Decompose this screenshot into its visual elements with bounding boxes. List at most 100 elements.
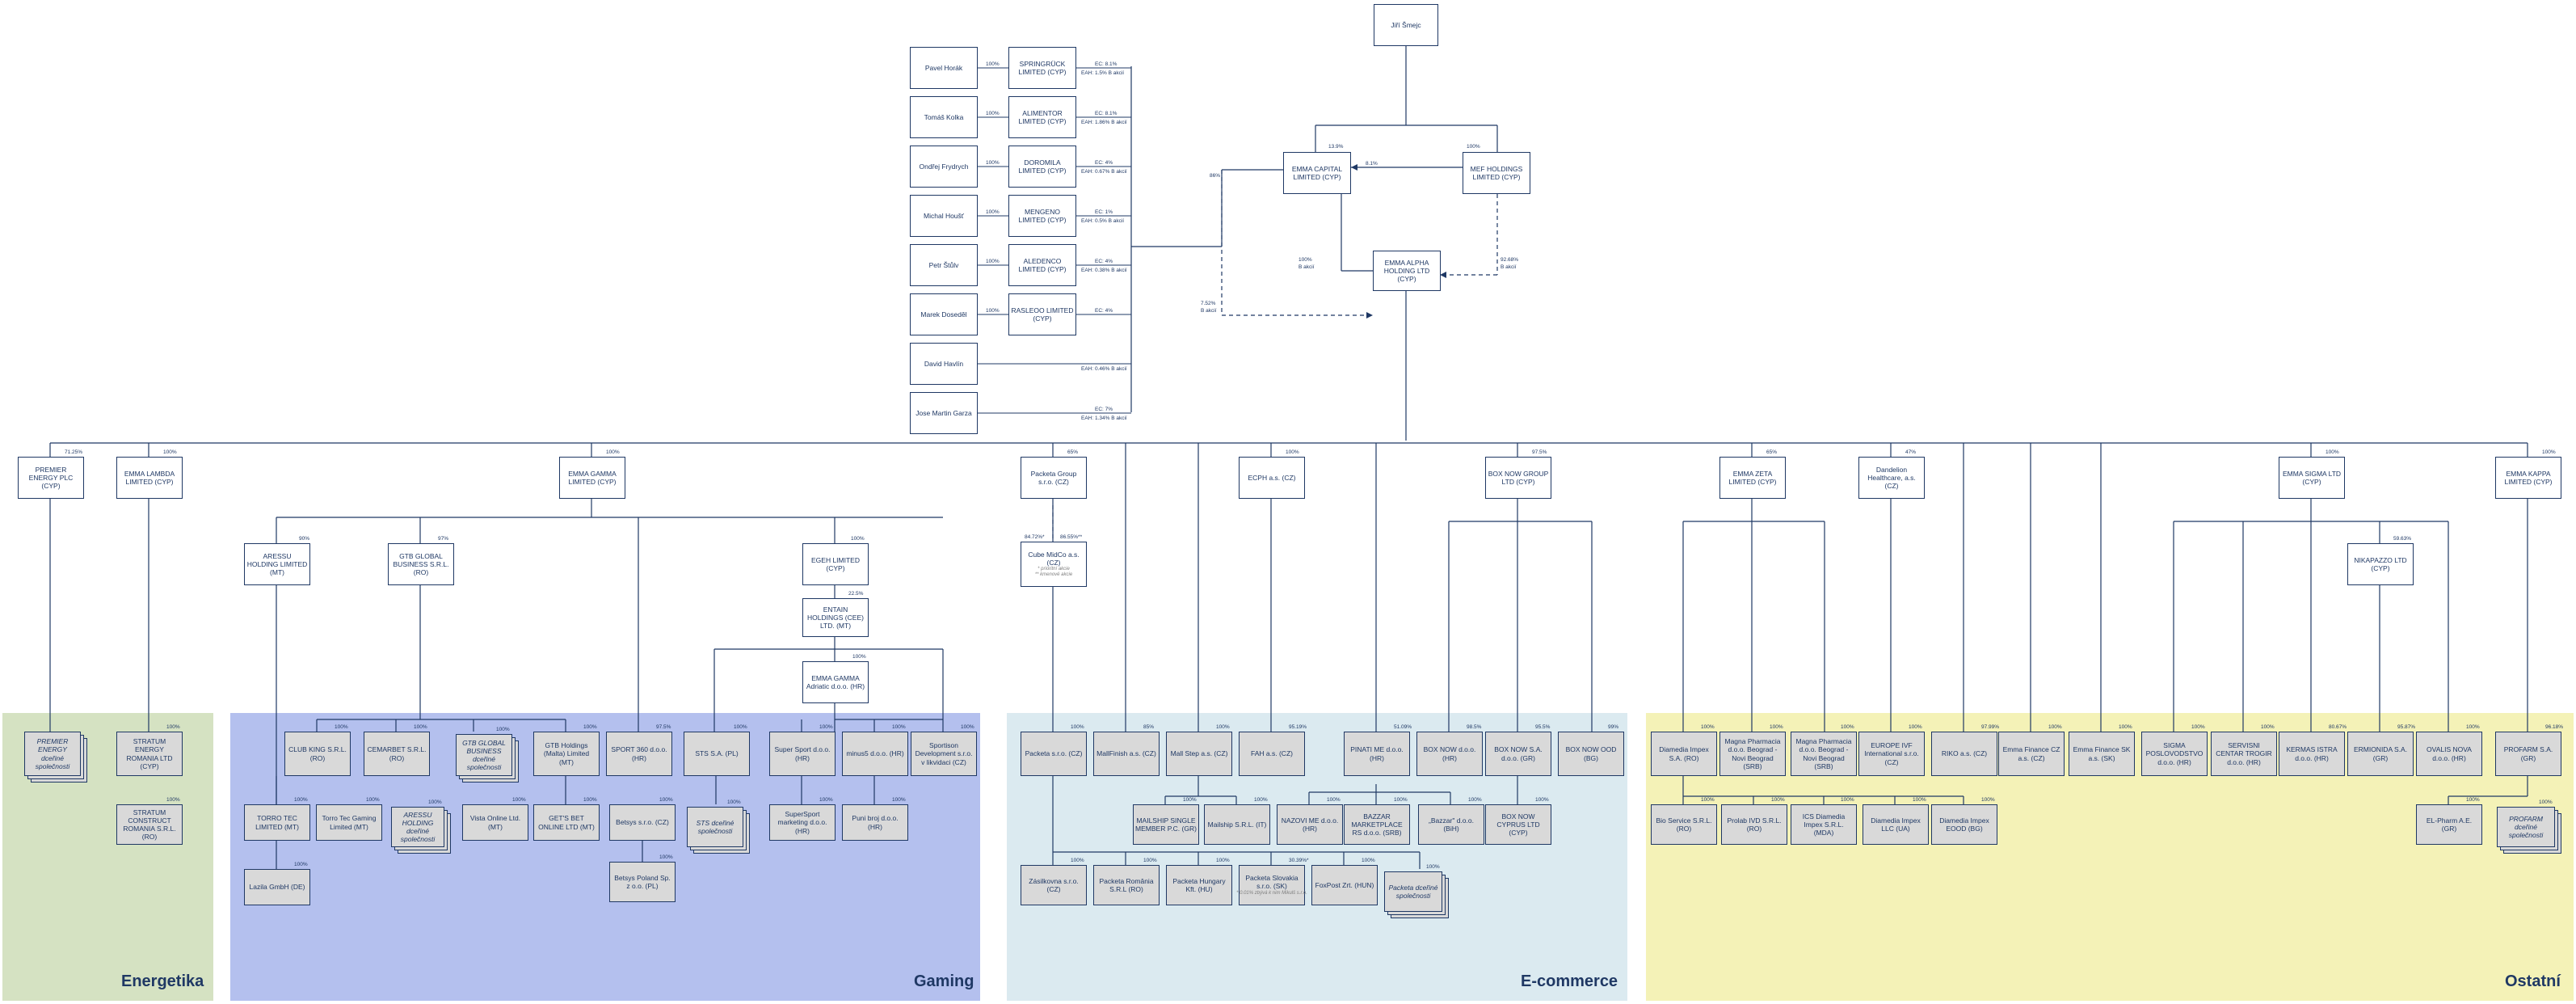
level1-pct-3: 65% [1067, 449, 1079, 455]
sport360-box-label: SPORT 360 d.o.o. (HR) [611, 745, 667, 762]
level1-pct-2: 100% [606, 449, 620, 455]
aressu-label: ARESSU HOLDING LIMITED (MT) [246, 551, 308, 577]
ermionida-box-label: ERMIONIDA S.A. (GR) [2353, 745, 2408, 762]
region-title-ecommerce: E-commerce [1521, 972, 1618, 990]
boxnow-hr-pct: 98.5% [1467, 724, 1482, 730]
prolab-box-label: Prolab IVD S.R.L. (RO) [1727, 816, 1782, 833]
mallfinish-box-label: MallFinish a.s. (CZ) [1096, 749, 1156, 758]
packeta-sub-box-label: Packeta dceřiné společnosti [1388, 883, 1438, 900]
pct-752: 7.52% [1201, 301, 1216, 306]
entain-box: ENTAIN HOLDINGS (CEE) LTD. (MT) [802, 598, 869, 637]
mailship-srl-box: Mailship S.R.L. (IT) [1204, 804, 1270, 845]
aressu-pct: 90% [299, 536, 310, 542]
region-title-ostatni: Ostatní [2505, 972, 2561, 990]
bio-service-box-label: Bio Service S.R.L. (RO) [1656, 816, 1712, 833]
emma-fin-sk-box-label: Emma Finance SK a.s. (SK) [2073, 745, 2131, 762]
person-pct-3: 100% [986, 209, 1000, 215]
pinati-box: PINATI ME d.o.o. (HR) [1344, 732, 1410, 776]
europe-ivf-box: EUROPE IVF International s.r.o. (CZ) [1858, 732, 1925, 776]
magna1-box: Magna Pharmacia d.o.o. Beograd - Novi Be… [1719, 732, 1786, 776]
torro-box: TORRO TEC LIMITED (MT) [244, 804, 310, 841]
prolab-box: Prolab IVD S.R.L. (RO) [1721, 804, 1787, 845]
packeta-sk-box: Packeta Slovakia s.r.o. (SK)* 0.01% zbýv… [1236, 865, 1307, 905]
gtb-label: GTB GLOBAL BUSINESS S.R.L. (RO) [393, 551, 449, 577]
person-share-0: EC: 8.1% [1095, 61, 1118, 67]
magna1-pct: 100% [1770, 724, 1783, 730]
diamedia-ua-box: Diamedia Impex LLC (UA) [1863, 804, 1929, 845]
riko-box: RIKO a.s. (CZ) [1931, 732, 1997, 776]
person-share-1: EC: 8.1% [1095, 111, 1118, 116]
ovalis-pct: 100% [2466, 724, 2480, 730]
lazila-box: Lazila GmbH (DE) [244, 869, 310, 905]
foxpost-pct: 100% [1362, 858, 1375, 863]
sigma-posl-box-label: SIGMA POSLOVODSTVO d.o.o. (HR) [2145, 741, 2203, 766]
region-title-energetika: Energetika [121, 972, 204, 990]
pct-92: 92.68% [1501, 257, 1519, 263]
bazzar-box: BAZZAR MARKETPLACE RS d.o.o. (SRB) [1344, 804, 1410, 845]
person-share-3: EC: 1% [1095, 209, 1113, 215]
lazila-box-label: Lazila GmbH (DE) [249, 883, 305, 892]
gets-bet-box-label: GET'S BET ONLINE LTD (MT) [538, 814, 595, 831]
profarm-sub-box: PROFARM dceřiné společnosti [2497, 807, 2555, 847]
egeh-label: EGEH LIMITED (CYP) [811, 555, 860, 572]
packeta-box: Packeta s.r.o. (CZ) [1021, 732, 1087, 776]
level1-box-6: EMMA ZETA LIMITED (CYP) [1719, 457, 1786, 499]
level1-box-9: EMMA KAPPA LIMITED (CYP) [2495, 457, 2561, 499]
person-box-3: Michal Houšť [910, 195, 978, 237]
stratum-construct-box-label: STRATUM CONSTRUCT ROMANIA S.R.L. (RO) [123, 808, 176, 842]
nikapazzo-box: NIKAPAZZO LTD (CYP) [2347, 543, 2414, 585]
bazzar-bih-box: „Bazzar" d.o.o. (BiH) [1418, 804, 1484, 845]
mallfinish-pct: 85% [1143, 724, 1155, 730]
supersport-mkt-box-label: SuperSport marketing d.o.o. (HR) [777, 810, 827, 835]
servisni-box-label: SERVISNI CENTAR TROGIR d.o.o. (HR) [2216, 741, 2272, 766]
person-pct-2: 100% [986, 160, 1000, 166]
person-company-box-0: SPRINGRÜCK LIMITED (CYP) [1008, 47, 1076, 89]
vista-box-label: Vista Online Ltd. (MT) [469, 814, 521, 831]
person-box-7: Jose Martin Garza [910, 392, 978, 434]
bazzar-pct: 100% [1394, 797, 1408, 803]
cemarbet-pct: 100% [414, 724, 427, 730]
level1-pct-4: 100% [1286, 449, 1299, 455]
entain-label: ENTAIN HOLDINGS (CEE) LTD. (MT) [807, 605, 864, 631]
level1-box-5: BOX NOW GROUP LTD (CYP) [1485, 457, 1551, 499]
bazzar-bih-pct: 100% [1468, 797, 1482, 803]
emma-alpha-label: EMMA ALPHA HOLDING LTD (CYP) [1383, 258, 1430, 284]
boxnow-cy-box: BOX NOW CYPRUS LTD (CYP) [1485, 804, 1551, 845]
puni-box-label: Puni broj d.o.o. (HR) [852, 814, 899, 831]
profarm-box-label: PROFARM S.A. (GR) [2503, 745, 2553, 762]
boxnow-gr-pct: 95.5% [1535, 724, 1551, 730]
gtb-sub-box: GTB GLOBAL BUSINESS dceřiné společnosti [456, 734, 512, 776]
torro-gaming-pct: 100% [366, 797, 380, 803]
profarm-pct: 96.18% [2545, 724, 2564, 730]
mailship-srl-pct: 100% [1254, 797, 1268, 803]
fah-pct: 95.19% [1289, 724, 1307, 730]
person-box-2: Ondřej Frydrych [910, 146, 978, 188]
mef-holdings-label: MEF HOLDINGS LIMITED (CYP) [1470, 164, 1523, 181]
bazzar-bih-box-label: „Bazzar" d.o.o. (BiH) [1429, 816, 1474, 833]
person-company-box-5-label: RASLEOO LIMITED (CYP) [1011, 306, 1074, 323]
person-share-4: EC: 4% [1095, 259, 1113, 264]
level1-pct-5: 97.5% [1532, 449, 1547, 455]
egeh-box: EGEH LIMITED (CYP) [802, 543, 869, 585]
person-box-4-label: Petr Štůlv [928, 260, 959, 269]
emma-fin-sk-box: Emma Finance SK a.s. (SK) [2069, 732, 2135, 776]
cube-midco-box: Cube MidCo a.s. (CZ) * prioritní akcie *… [1021, 542, 1087, 587]
pct-alpha-sub: B akcií [1299, 264, 1315, 270]
pct-capital: 13.9% [1328, 144, 1344, 150]
gtb-holdings-box-label: GTB Holdings (Malta) Limited (MT) [543, 741, 590, 766]
level1-pct-8: 100% [2326, 449, 2339, 455]
mailship-single-pct: 100% [1183, 797, 1197, 803]
level1-box-3: Packeta Group s.r.o. (CZ) [1021, 457, 1087, 499]
zasilkovna-box-label: Zásilkovna s.r.o. (CZ) [1029, 876, 1079, 893]
lazila-pct: 100% [294, 862, 308, 867]
gtb-holdings-pct: 100% [583, 724, 597, 730]
level1-pct-9: 100% [2542, 449, 2556, 455]
packeta-sk-note: * 0.01% zbývá k nim Mikulš s.r.o. [1236, 890, 1307, 896]
profarm-box: PROFARM S.A. (GR) [2495, 732, 2561, 776]
puni-pct: 100% [892, 797, 906, 803]
person-share2-7: EAH: 1.34% B akcií [1081, 416, 1127, 421]
person-company-box-2-label: DOROMILA LIMITED (CYP) [1018, 158, 1067, 175]
profarm-sub-box-label: PROFARM dceřiné společnosti [2508, 814, 2544, 840]
club-king-box: CLUB KING S.R.L. (RO) [284, 732, 351, 776]
